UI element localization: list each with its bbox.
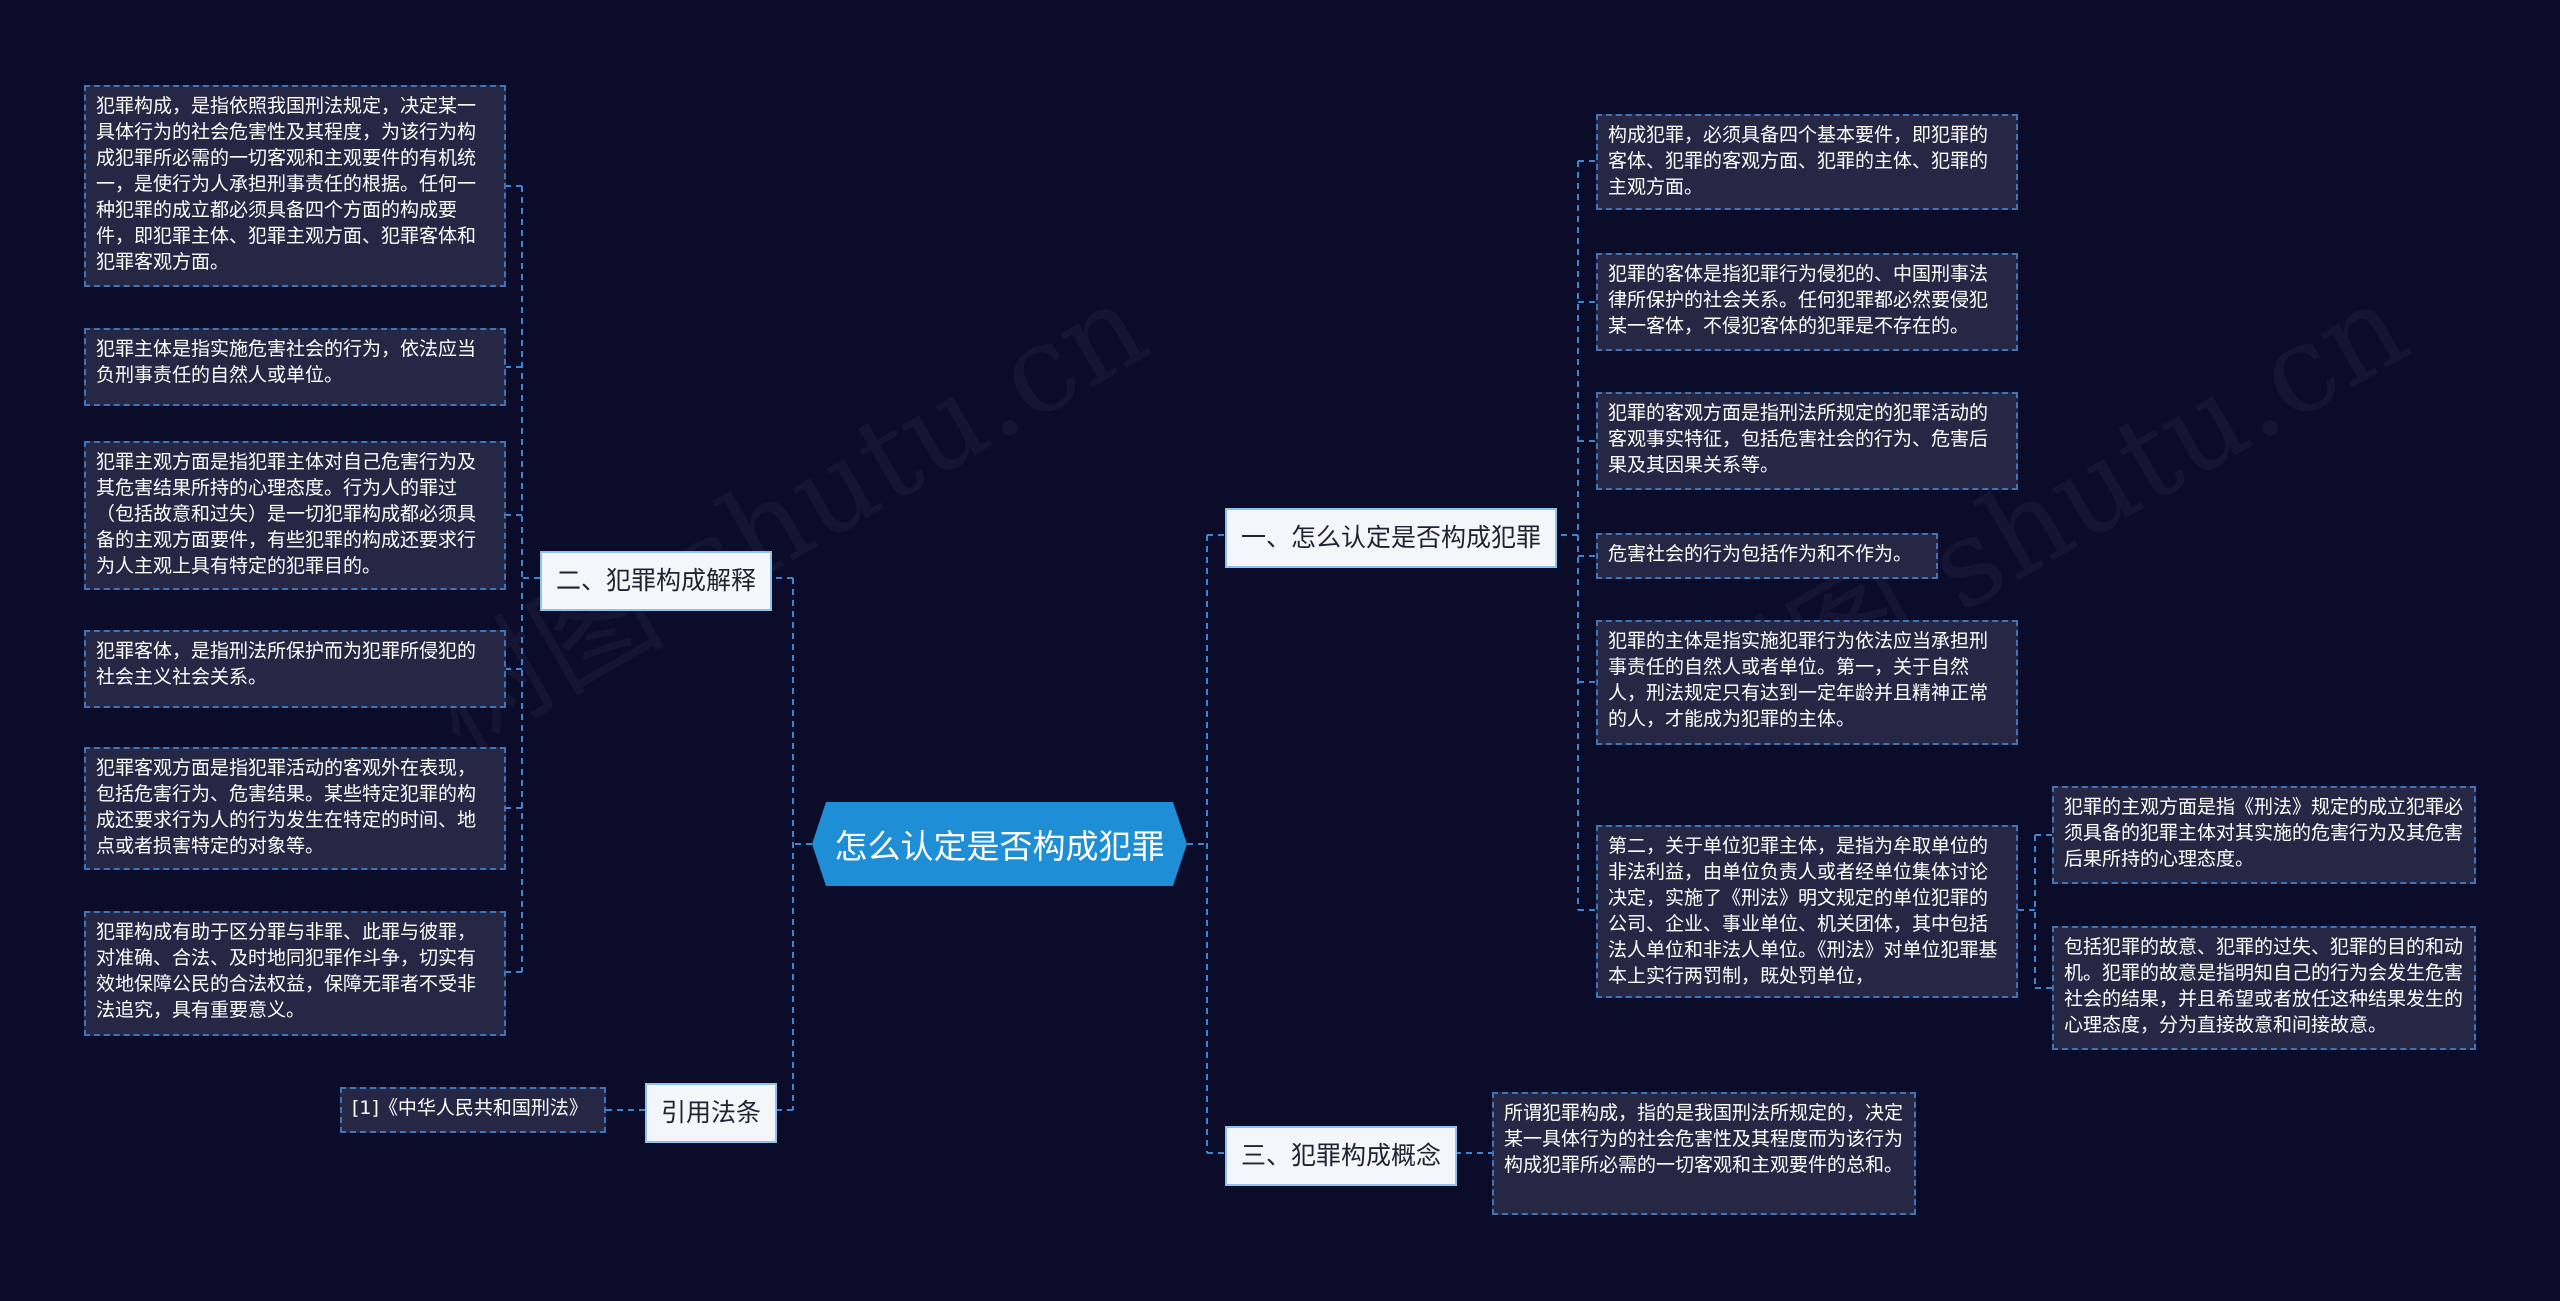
leaf-subject-natural: 犯罪的主体是指实施犯罪行为依法应当承担刑事责任的自然人或者单位。第一，关于自然人… bbox=[1596, 620, 2018, 745]
branch-crime-composition-explained[interactable]: 二、犯罪构成解释 bbox=[540, 551, 773, 611]
leaf-four-elements: 构成犯罪，必须具备四个基本要件，即犯罪的客体、犯罪的客观方面、犯罪的主体、犯罪的… bbox=[1596, 114, 2018, 210]
leaf-subjective-aspect: 犯罪主观方面是指犯罪主体对自己危害行为及其危害结果所持的心理态度。行为人的罪过（… bbox=[84, 441, 506, 590]
leaf-subjective-components: 包括犯罪的故意、犯罪的过失、犯罪的目的和动机。犯罪的故意是指明知自己的行为会发生… bbox=[2052, 926, 2476, 1050]
leaf-crime-subject: 犯罪主体是指实施危害社会的行为，依法应当负刑事责任的自然人或单位。 bbox=[84, 328, 506, 406]
leaf-significance: 犯罪构成有助于区分罪与非罪、此罪与彼罪，对准确、合法、及时地同犯罪作斗争，切实有… bbox=[84, 911, 506, 1036]
leaf-subjective-definition: 犯罪的主观方面是指《刑法》规定的成立犯罪必须具备的犯罪主体对其实施的危害行为及其… bbox=[2052, 786, 2476, 884]
branch-how-to-determine[interactable]: 一、怎么认定是否构成犯罪 bbox=[1225, 508, 1558, 568]
leaf-citation-law[interactable]: [1]《中华人民共和国刑法》 bbox=[340, 1087, 606, 1133]
leaf-objective-aspect: 犯罪客观方面是指犯罪活动的客观外在表现，包括危害行为、危害结果。某些特定犯罪的构… bbox=[84, 747, 506, 870]
leaf-concept: 所谓犯罪构成，指的是我国刑法所规定的，决定某一具体行为的社会危害性及其程度而为该… bbox=[1492, 1092, 1916, 1215]
watermark: 树图 shutu.cn bbox=[390, 231, 1172, 783]
leaf-act-types: 危害社会的行为包括作为和不作为。 bbox=[1596, 533, 1938, 579]
branch-concept[interactable]: 三、犯罪构成概念 bbox=[1225, 1126, 1458, 1186]
leaf-definition: 犯罪构成，是指依照我国刑法规定，决定某一具体行为的社会危害性及其程度，为该行为构… bbox=[84, 85, 506, 287]
root-shape bbox=[812, 802, 1187, 886]
leaf-subject-unit: 第二，关于单位犯罪主体，是指为牟取单位的非法利益，由单位负责人或者经单位集体讨论… bbox=[1596, 825, 2018, 998]
leaf-objective: 犯罪的客观方面是指刑法所规定的犯罪活动的客观事实特征，包括危害社会的行为、危害后… bbox=[1596, 392, 2018, 490]
leaf-object: 犯罪的客体是指犯罪行为侵犯的、中国刑事法律所保护的社会关系。任何犯罪都必然要侵犯… bbox=[1596, 253, 2018, 351]
root-node[interactable]: 怎么认定是否构成犯罪 bbox=[812, 802, 1187, 886]
branch-citation[interactable]: 引用法条 bbox=[645, 1083, 778, 1143]
leaf-crime-object: 犯罪客体，是指刑法所保护而为犯罪所侵犯的社会主义社会关系。 bbox=[84, 630, 506, 708]
root-title: 怎么认定是否构成犯罪 bbox=[834, 827, 1165, 866]
